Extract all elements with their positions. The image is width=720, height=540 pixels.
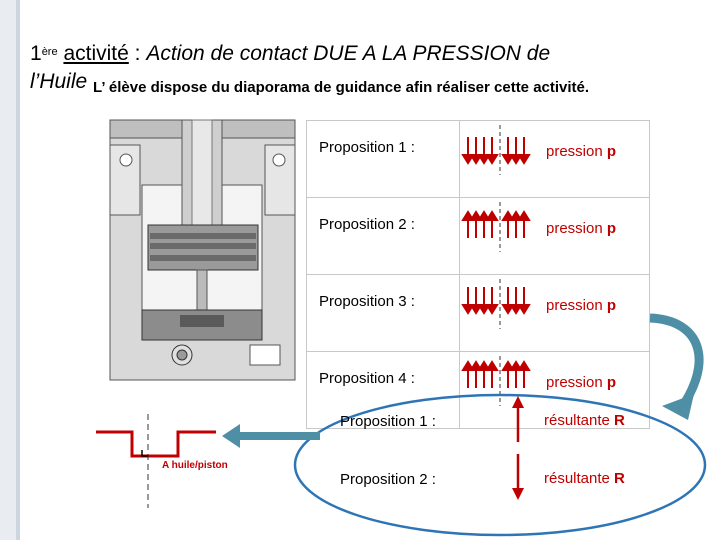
proposition-row-1[interactable]: Proposition 1 : pression p	[306, 120, 650, 198]
proposition-label: Proposition 2 :	[306, 197, 460, 275]
resultant-row-2[interactable]: Proposition 2 : résultante R	[322, 450, 654, 508]
pressure-text: pression p	[546, 220, 617, 237]
propositions-table: Proposition 1 : pression p Proposition 2…	[306, 120, 650, 429]
instruction-text: L’ élève dispose du diaporama de guidanc…	[93, 79, 590, 96]
proposition-row-4[interactable]: Proposition 4 : pression p	[306, 351, 650, 429]
piston-drawing	[109, 119, 296, 381]
left-deco-line	[16, 0, 20, 540]
proposition-value: pression p	[459, 197, 650, 275]
resultant-value: résultante R	[480, 450, 654, 508]
resultant-text: résultante R	[544, 412, 625, 429]
title-number-sup: ère	[41, 46, 58, 58]
contact-action-label: A huile/piston	[162, 460, 228, 471]
pressure-text: pression p	[546, 297, 617, 314]
title-subject-cont: l’Huile	[30, 70, 88, 93]
oval-highlight	[293, 393, 707, 537]
proposition-row-2[interactable]: Proposition 2 : pression p	[306, 197, 650, 275]
proposition-value: pression p	[459, 274, 650, 352]
resultant-row-1[interactable]: Proposition 1 : résultante R	[322, 392, 654, 450]
pressure-arrows-down	[461, 279, 531, 329]
pressure-arrows-up	[461, 202, 531, 252]
title-line-2: l’Huile L’ élève dispose du diaporama de…	[30, 70, 589, 96]
left-deco-bar	[0, 0, 16, 540]
title-number: 1	[30, 42, 42, 65]
pressure-text: pression p	[546, 374, 617, 391]
activity-title: 1ère activité : Action de contact DUE A …	[30, 42, 550, 66]
resultant-arrow-down	[512, 454, 524, 500]
proposition-value: pression p	[459, 120, 650, 198]
resultant-text: résultante R	[544, 470, 625, 487]
resultants-table: Proposition 1 : résultante R Proposition…	[322, 392, 654, 508]
left-arrow	[222, 424, 320, 448]
proposition-value: pression p	[459, 351, 650, 429]
piston-schematic	[96, 414, 216, 508]
pressure-text: pression p	[546, 143, 617, 160]
resultant-arrow-up	[512, 396, 524, 442]
proposition-label: Proposition 3 :	[306, 274, 460, 352]
title-colon: :	[128, 42, 147, 65]
resultant-label: Proposition 1 :	[340, 412, 436, 430]
pressure-arrows-up	[461, 356, 531, 406]
pressure-arrows-down	[461, 125, 531, 175]
proposition-row-3[interactable]: Proposition 3 : pression p	[306, 274, 650, 352]
title-activity-word: activité	[63, 42, 129, 65]
curved-arrow	[649, 313, 704, 420]
title-subject: Action de contact DUE A LA PRESSION de	[146, 42, 551, 65]
resultant-value: résultante R	[480, 392, 654, 450]
resultant-label: Proposition 2 :	[340, 470, 436, 488]
proposition-label: Proposition 1 :	[306, 120, 460, 198]
proposition-label: Proposition 4 :	[306, 351, 460, 429]
